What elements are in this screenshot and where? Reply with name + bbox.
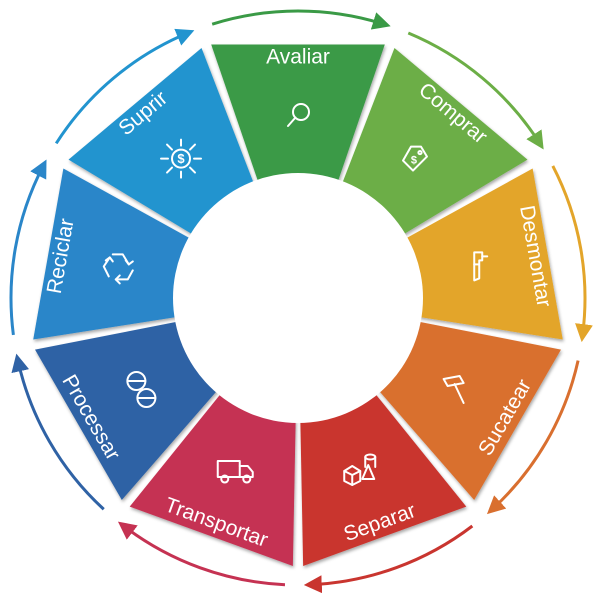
- truck-icon: [216, 460, 254, 484]
- pipe-wrench-icon: [473, 251, 489, 282]
- cycle-arrow: [117, 521, 286, 587]
- segment-shape: [300, 392, 467, 566]
- segment-shape: [129, 392, 296, 566]
- cycle-arrow: [303, 524, 474, 594]
- cycle-arrow: [11, 353, 105, 511]
- magnifier-icon: [287, 103, 310, 127]
- cycle-arrow: [9, 159, 47, 336]
- segment-shape: [341, 47, 528, 235]
- cycle-segments: AvaliarComprar$DesmontarSucatearSepararT…: [33, 44, 563, 566]
- hammer-icon: [442, 375, 465, 404]
- cycle-arrow: [54, 28, 195, 145]
- segment-shape: [211, 44, 385, 183]
- price-tag-icon: $: [401, 145, 428, 172]
- recycle-icon: [102, 253, 134, 285]
- segment-shape: [404, 168, 563, 340]
- svg-text:$: $: [411, 155, 417, 167]
- segment-shape: [35, 321, 218, 500]
- svg-text:$: $: [177, 151, 185, 166]
- cycle-arrow: [486, 360, 580, 515]
- segment-label: Avaliar: [266, 46, 330, 69]
- cycle-arrow: [551, 165, 593, 343]
- cycle-arrow: [211, 9, 391, 30]
- saw-blades-icon: [126, 371, 157, 408]
- center-hole: [173, 173, 423, 423]
- segment-shape: [378, 321, 561, 500]
- segment-shape: [68, 47, 255, 235]
- segment-avaliar: Avaliar: [211, 44, 385, 183]
- money-distribution-icon: $: [160, 138, 203, 179]
- shapes-icon: [343, 453, 377, 487]
- cycle-arrows: [9, 9, 593, 594]
- cycle-arrow: [407, 31, 544, 150]
